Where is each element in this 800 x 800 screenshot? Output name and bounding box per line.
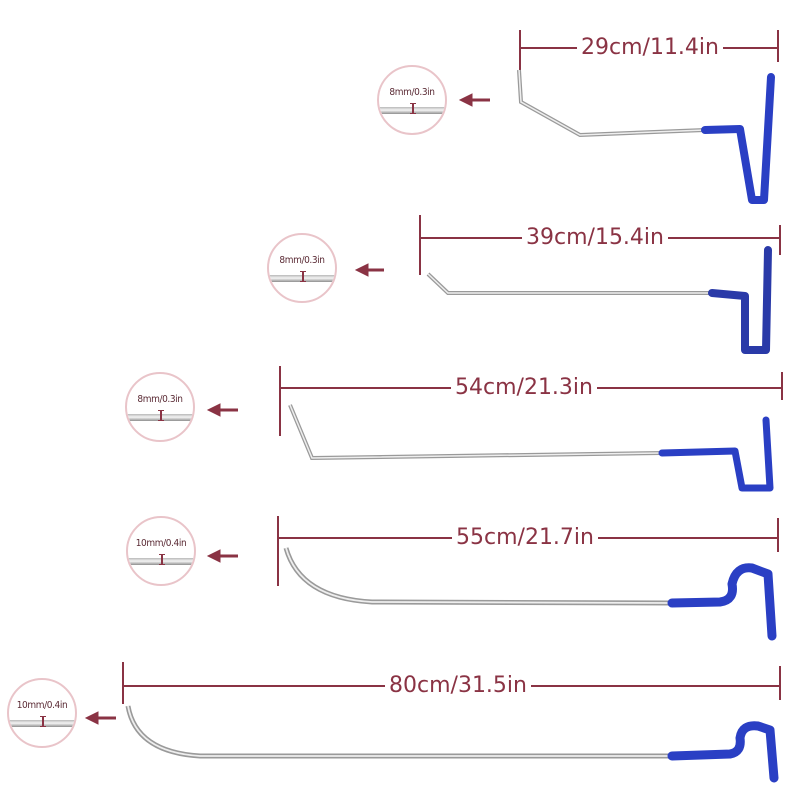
diameter-detail: 10mm/0.4in — [126, 516, 196, 586]
length-label: 39cm/15.4in — [522, 225, 668, 251]
diameter-detail: 8mm/0.3in — [267, 233, 337, 303]
length-label: 80cm/31.5in — [385, 673, 531, 699]
hook-rod — [426, 272, 712, 295]
hook-rod — [288, 404, 663, 461]
diameter-label: 10mm/0.4in — [135, 538, 187, 549]
diameter-label: 10mm/0.4in — [16, 700, 68, 711]
diameter-mark — [300, 271, 306, 282]
diameter-mark — [410, 103, 416, 114]
arrow-icon — [206, 549, 238, 563]
diameter-label: 8mm/0.3in — [279, 255, 325, 266]
hook-rod — [125, 705, 672, 759]
diameter-detail: 10mm/0.4in — [7, 678, 77, 748]
handle — [701, 73, 775, 204]
diameter-detail: 8mm/0.3in — [125, 372, 195, 442]
diameter-mark — [158, 410, 164, 421]
handle — [708, 246, 772, 354]
arrow-icon — [84, 711, 116, 725]
handle — [658, 416, 774, 492]
handle — [667, 721, 779, 783]
hook-rod — [283, 547, 673, 606]
handle — [667, 563, 777, 641]
length-label: 55cm/21.7in — [452, 525, 598, 551]
hook-rod — [517, 69, 706, 138]
length-label: 54cm/21.3in — [451, 375, 597, 401]
arrow-icon — [354, 263, 384, 277]
diameter-mark — [159, 554, 165, 565]
arrow-icon — [206, 403, 238, 417]
diameter-label: 8mm/0.3in — [389, 87, 435, 98]
arrow-icon — [458, 93, 490, 107]
diameter-mark — [40, 716, 46, 727]
length-label: 29cm/11.4in — [577, 35, 723, 61]
diameter-label: 8mm/0.3in — [137, 394, 183, 405]
diameter-detail: 8mm/0.3in — [377, 65, 447, 135]
